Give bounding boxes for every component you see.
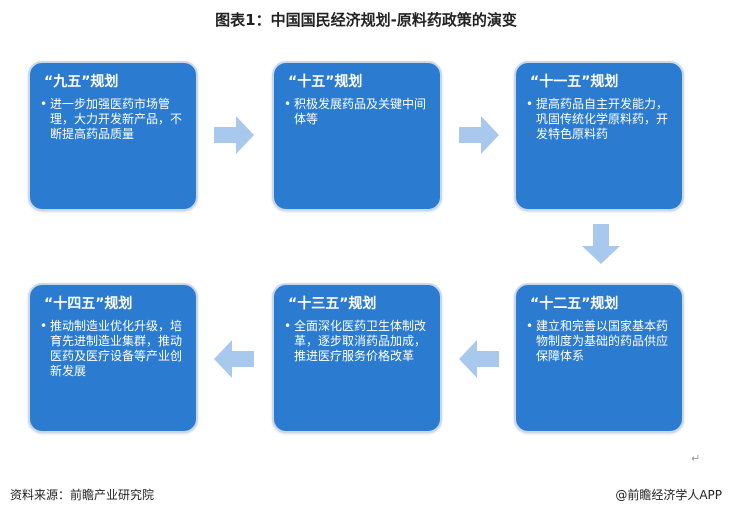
page-title: 图表1：中国国民经济规划-原料药政策的演变 [215, 11, 517, 29]
plan-title: “十四五”规划 [44, 296, 133, 312]
paragraph-mark: ↵ [691, 452, 701, 465]
source-note: 资料来源：前瞻产业研究院 [10, 488, 155, 502]
arrow-down-icon [582, 224, 620, 264]
plan-text: 全面深化医药卫生体制改革，逐步取消药品加成，推进医疗服务价格改革 [284, 319, 430, 364]
plan-title: “十一五”规划 [530, 74, 619, 90]
plan-text: 进一步加强医药市场管理，大力开发新产品，不断提高药品质量 [40, 97, 186, 142]
plan-box-14th: “十四五”规划 推动制造业优化升级，培育先进制造业集群，推动医药及医疗设备等产业… [28, 283, 198, 433]
plan-title: “十二五”规划 [530, 296, 619, 312]
arrow-left-icon [459, 340, 499, 378]
plan-text: 建立和完善以国家基本药物制度为基础的药品供应保障体系 [526, 319, 672, 364]
arrow-right-icon [459, 116, 499, 154]
plan-box-9th: “九五”规划 进一步加强医药市场管理，大力开发新产品，不断提高药品质量 [28, 61, 198, 211]
plan-box-12th: “十二五”规划 建立和完善以国家基本药物制度为基础的药品供应保障体系 [514, 283, 684, 433]
arrow-right-icon [214, 116, 254, 154]
plan-box-11th: “十一五”规划 提高药品自主开发能力，巩固传统化学原料药，开发特色原料药 [514, 61, 684, 211]
plan-text: 推动制造业优化升级，培育先进制造业集群，推动医药及医疗设备等产业创新发展 [40, 319, 186, 379]
plan-text: 积极发展药品及关键中间体等 [284, 97, 430, 127]
arrow-left-icon [214, 340, 254, 378]
plan-box-13th: “十三五”规划 全面深化医药卫生体制改革，逐步取消药品加成，推进医疗服务价格改革 [272, 283, 442, 433]
plan-title: “九五”规划 [44, 74, 119, 90]
plan-title: “十五”规划 [288, 74, 363, 90]
plan-title: “十三五”规划 [288, 296, 377, 312]
plan-text: 提高药品自主开发能力，巩固传统化学原料药，开发特色原料药 [526, 97, 672, 142]
brand-credit: @前瞻经济学人APP [615, 488, 722, 502]
plan-box-10th: “十五”规划 积极发展药品及关键中间体等 [272, 61, 442, 211]
